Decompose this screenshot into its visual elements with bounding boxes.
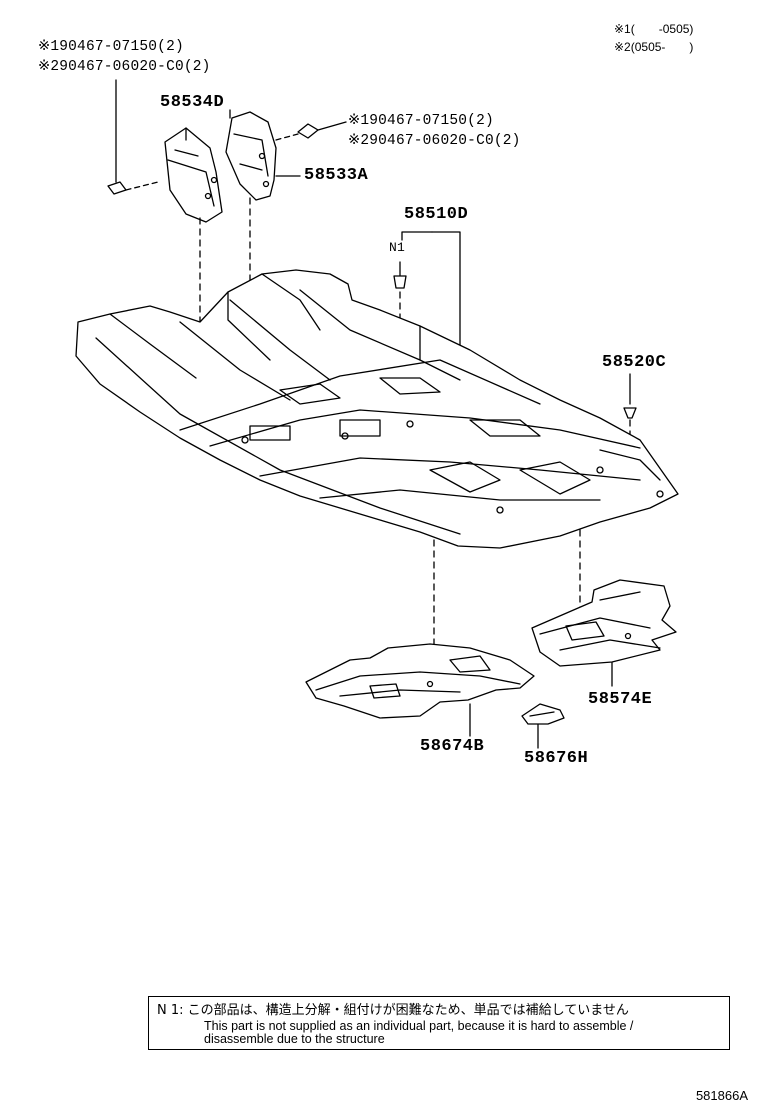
- legend-line-1: ※1( -0505): [614, 22, 694, 36]
- n1-clip-drawing: [393, 275, 407, 289]
- undercover-58574e-drawing: [531, 579, 677, 667]
- clip-right-drawing: [275, 121, 347, 141]
- note-english-line-1: This part is not supplied as an individu…: [204, 1019, 634, 1033]
- part-label-58674b: 58674B: [420, 737, 485, 756]
- part-label-58534d: 58534D: [160, 93, 225, 112]
- hardware-right-line-2: ※290467-06020-C0(2): [348, 133, 521, 149]
- piece-58676h-drawing: [521, 703, 565, 725]
- clip-left-drawing: [107, 79, 159, 195]
- leader-lines: [229, 109, 631, 749]
- part-label-58510d: 58510D: [404, 205, 469, 224]
- bolt-58520c-drawing: [623, 407, 637, 419]
- undercover-58510d-drawing: [75, 269, 679, 549]
- shield-58534d-drawing: [164, 127, 223, 223]
- shield-58533a-drawing: [225, 111, 277, 201]
- note-english-line-2: disassemble due to the structure: [204, 1032, 385, 1046]
- diagram-code: 581866A: [695, 1088, 748, 1103]
- legend-line-2: ※2(0505- ): [614, 40, 694, 54]
- part-label-58533a: 58533A: [304, 166, 369, 185]
- note-japanese: N 1: この部品は、構造上分解・組付けが困難なため、単品では補給していません: [157, 1003, 629, 1018]
- hardware-left-line-2: ※290467-06020-C0(2): [38, 59, 211, 75]
- undercover-58674b-drawing: [305, 643, 535, 719]
- part-label-58574e: 58574E: [588, 690, 653, 709]
- note-box: N 1: この部品は、構造上分解・組付けが困難なため、単品では補給していません …: [148, 996, 730, 1050]
- part-label-58520c: 58520C: [602, 353, 667, 372]
- part-label-n1: N1: [389, 240, 406, 255]
- hardware-left-line-1: ※190467-07150(2): [38, 39, 184, 55]
- part-label-58676h: 58676H: [524, 749, 589, 768]
- hardware-right-line-1: ※190467-07150(2): [348, 113, 494, 129]
